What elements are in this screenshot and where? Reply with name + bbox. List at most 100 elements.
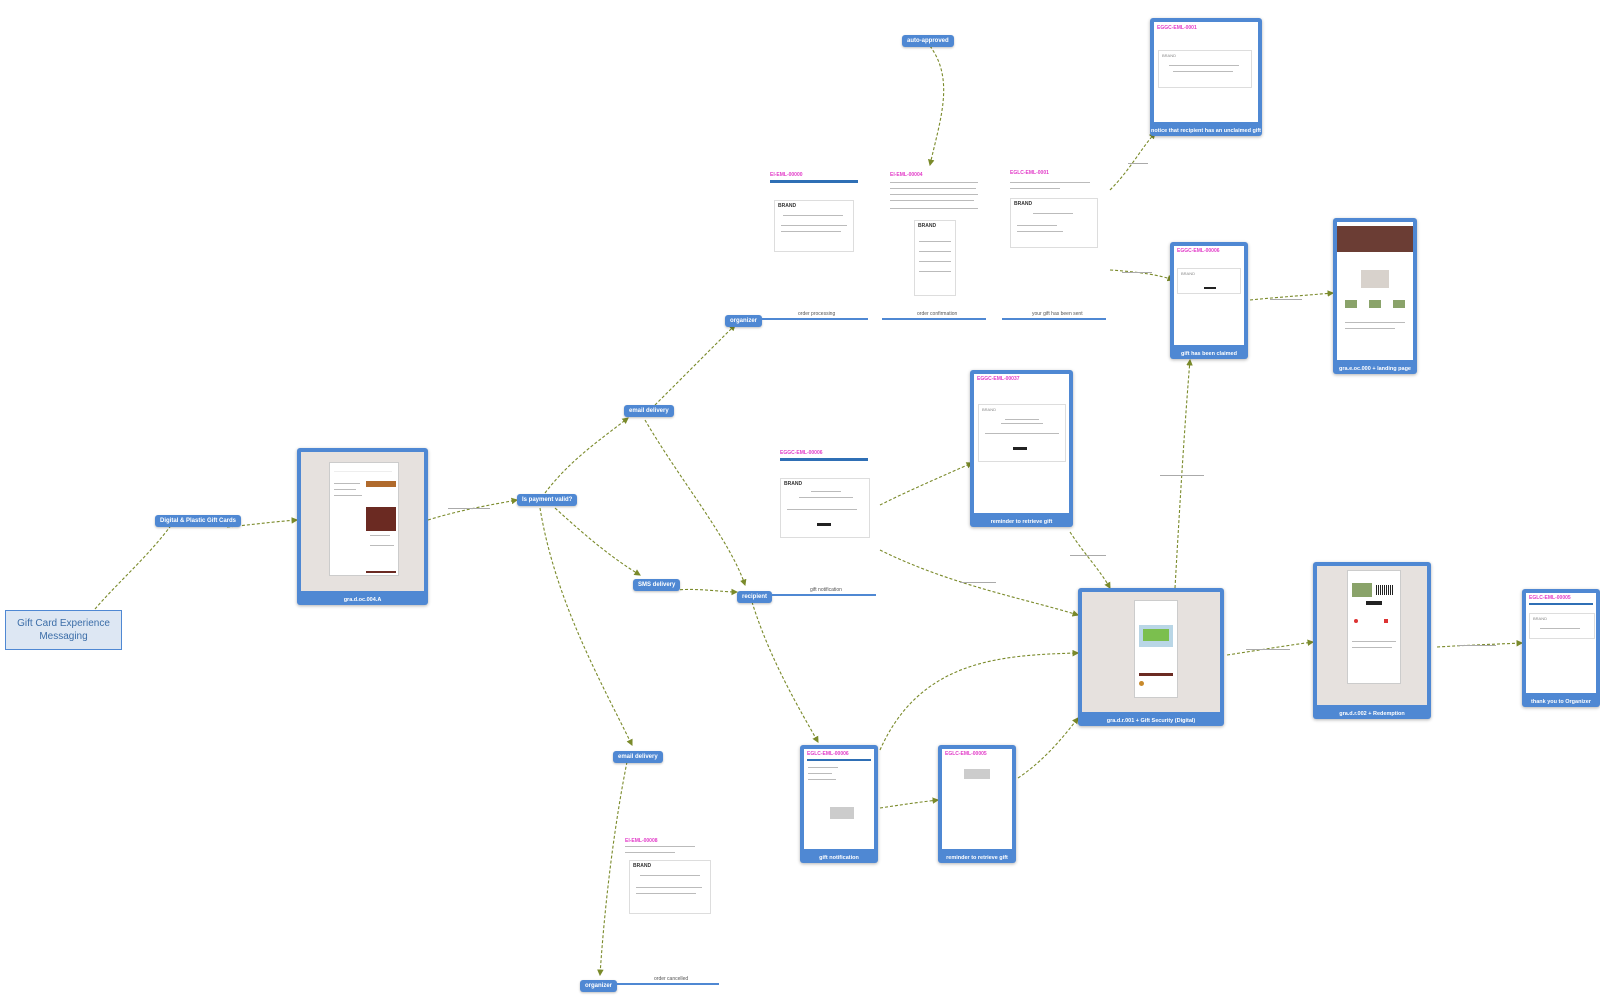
timeline-label: order confirmation	[917, 311, 958, 317]
node-sms-delivery[interactable]: SMS delivery	[633, 579, 681, 591]
edge-payment-to-email-top	[544, 417, 629, 494]
edge-reminder-to-security-2	[1017, 717, 1079, 779]
email-brand: BRAND	[1533, 616, 1548, 621]
edge-security-to-claimed	[1174, 358, 1193, 589]
screen-gift-claimed[interactable]: EGGC-EML-00006 BRAND gift has been claim…	[1170, 242, 1248, 359]
email-code: EGLC-EML-0001	[1010, 170, 1049, 176]
screen-redemption[interactable]: gra.d.r.002 + Redemption	[1313, 562, 1431, 719]
edge-recipient-to-giftnotif	[751, 601, 819, 743]
screen-caption: gra.d.oc.004.A	[343, 597, 382, 603]
edge-label	[1128, 163, 1148, 164]
edge-security-to-redemption	[1226, 639, 1315, 656]
diagram-title-text: Gift Card Experience Messaging	[17, 618, 110, 642]
edge-sms-to-recipient	[674, 588, 739, 596]
email-brand: BRAND	[778, 203, 797, 209]
email-brand: BRAND	[918, 223, 937, 229]
timeline-gift-notification	[772, 594, 876, 596]
node-auto-approved[interactable]: auto-approved	[902, 35, 954, 47]
timeline-label: gift notification	[810, 587, 842, 593]
email-brand: BRAND	[1181, 271, 1196, 276]
email-order-confirmation: EI-EML-00004 BRAND	[890, 172, 980, 297]
email-brand: BRAND	[1014, 201, 1033, 207]
screen-caption: gift notification	[819, 855, 859, 861]
checkout-page	[329, 462, 399, 576]
email-your-gift-sent: EGLC-EML-0001 BRAND	[1010, 170, 1100, 250]
edge-checkout-to-payment	[427, 497, 519, 521]
screen-checkout[interactable]: gra.d.oc.004.A	[297, 448, 428, 605]
screen-preview	[1082, 592, 1220, 712]
email-code: EI-EML-00008	[625, 838, 658, 844]
email-gift-notification: EGGC-EML-00006 BRAND	[780, 450, 870, 540]
email-code: EGGC-EML-0001	[1157, 25, 1197, 31]
email-code: EGLC-EML-00005	[945, 751, 987, 757]
edge-title-to-digital	[94, 519, 176, 610]
email-brand: BRAND	[982, 407, 997, 412]
edge-label	[1122, 272, 1152, 273]
node-email-delivery-top[interactable]: email delivery	[624, 405, 674, 417]
edge-email-top-to-recipient	[644, 419, 747, 587]
screen-landing-page[interactable]: gra.e.oc.000 + landing page	[1333, 218, 1417, 374]
email-order-processing: EI-EML-00000 BRAND	[770, 172, 860, 254]
edge-label	[448, 508, 490, 509]
screen-reminder-top[interactable]: EGGC-EML-00037 BRAND reminder to retriev…	[970, 370, 1073, 527]
edge-giftnotif-to-reminder	[879, 797, 940, 809]
timeline-label: order processing	[798, 311, 836, 317]
screen-unclaimed-notice[interactable]: EGGC-EML-0001 BRAND notice that recipien…	[1150, 18, 1262, 136]
screen-caption: gra.d.r.002 + Redemption	[1339, 711, 1405, 717]
edge-reminder-to-security	[1069, 531, 1111, 589]
screen-preview	[1337, 222, 1413, 360]
edge-sent-to-unclaimed	[1109, 132, 1156, 191]
node-organizer-bottom[interactable]: organizer	[580, 980, 618, 992]
email-code: EGLC-EML-00005	[1529, 595, 1571, 601]
screen-reminder-bottom[interactable]: EGLC-EML-00005 reminder to retrieve gift	[938, 745, 1016, 863]
email-order-cancelled: EI-EML-00008 BRAND	[625, 838, 715, 914]
node-email-delivery-bottom[interactable]: email delivery	[613, 751, 663, 763]
screen-preview: EGLC-EML-00006	[804, 749, 874, 849]
screen-caption: gra.d.r.001 + Gift Security (Digital)	[1106, 718, 1196, 724]
screen-gift-security[interactable]: gra.d.r.001 + Gift Security (Digital)	[1078, 588, 1224, 726]
timeline-your-gift-sent	[1002, 318, 1106, 320]
edge-label	[1458, 645, 1496, 646]
node-is-payment-valid[interactable]: Is payment valid?	[517, 494, 578, 506]
timeline-label: your gift has been sent	[1032, 311, 1083, 317]
edge-label	[1070, 555, 1106, 556]
screen-caption: gift has been claimed	[1181, 351, 1237, 357]
edge-email-to-reminder	[879, 462, 974, 506]
timeline-order-confirmation	[882, 318, 986, 320]
email-code: EI-EML-00004	[890, 172, 923, 178]
screen-preview: EGGC-EML-00006 BRAND	[1174, 246, 1244, 345]
timeline-label: order cancelled	[654, 976, 689, 982]
screen-thank-you-organizer[interactable]: EGLC-EML-00005 BRAND thank you to Organi…	[1522, 589, 1600, 707]
email-code: EGGC-EML-00006	[780, 450, 823, 456]
edge-label	[960, 582, 996, 583]
screen-preview: EGLC-EML-00005	[942, 749, 1012, 849]
email-code: EGGC-EML-00006	[1177, 248, 1220, 254]
screen-caption: notice that recipient has an unclaimed g…	[1150, 128, 1262, 134]
edge-redemption-to-thankyou	[1436, 639, 1524, 648]
node-digital-plastic-gift-cards[interactable]: Digital & Plastic Gift Cards	[155, 515, 242, 527]
edge-payment-to-sms	[554, 507, 641, 576]
diagram-title: Gift Card Experience Messaging	[5, 610, 122, 650]
edge-auto-approved	[927, 45, 945, 167]
email-code: EGLC-EML-00006	[807, 751, 849, 757]
screen-preview: EGGC-EML-00037 BRAND	[974, 374, 1069, 513]
node-recipient[interactable]: recipient	[737, 591, 773, 603]
screen-gift-notification[interactable]: EGLC-EML-00006 gift notification	[800, 745, 878, 863]
screen-caption: reminder to retrieve gift	[946, 855, 1008, 861]
email-brand: BRAND	[784, 481, 803, 487]
screen-caption: reminder to retrieve gift	[990, 519, 1053, 525]
edge-email-bottom-to-organizer	[597, 756, 629, 977]
screen-preview	[1317, 566, 1427, 705]
gift-security-page	[1134, 600, 1178, 698]
screen-preview: EGLC-EML-00005 BRAND	[1526, 593, 1596, 693]
email-brand: BRAND	[1162, 53, 1177, 58]
node-organizer-top[interactable]: organizer	[725, 315, 763, 327]
email-code: EI-EML-00000	[770, 172, 803, 178]
screen-caption: gra.e.oc.000 + landing page	[1339, 366, 1411, 372]
timeline-order-processing	[762, 318, 868, 320]
edge-label	[1246, 649, 1290, 650]
screen-preview	[301, 452, 424, 591]
email-brand: BRAND	[633, 863, 652, 869]
edge-claimed-to-landing	[1249, 290, 1335, 301]
